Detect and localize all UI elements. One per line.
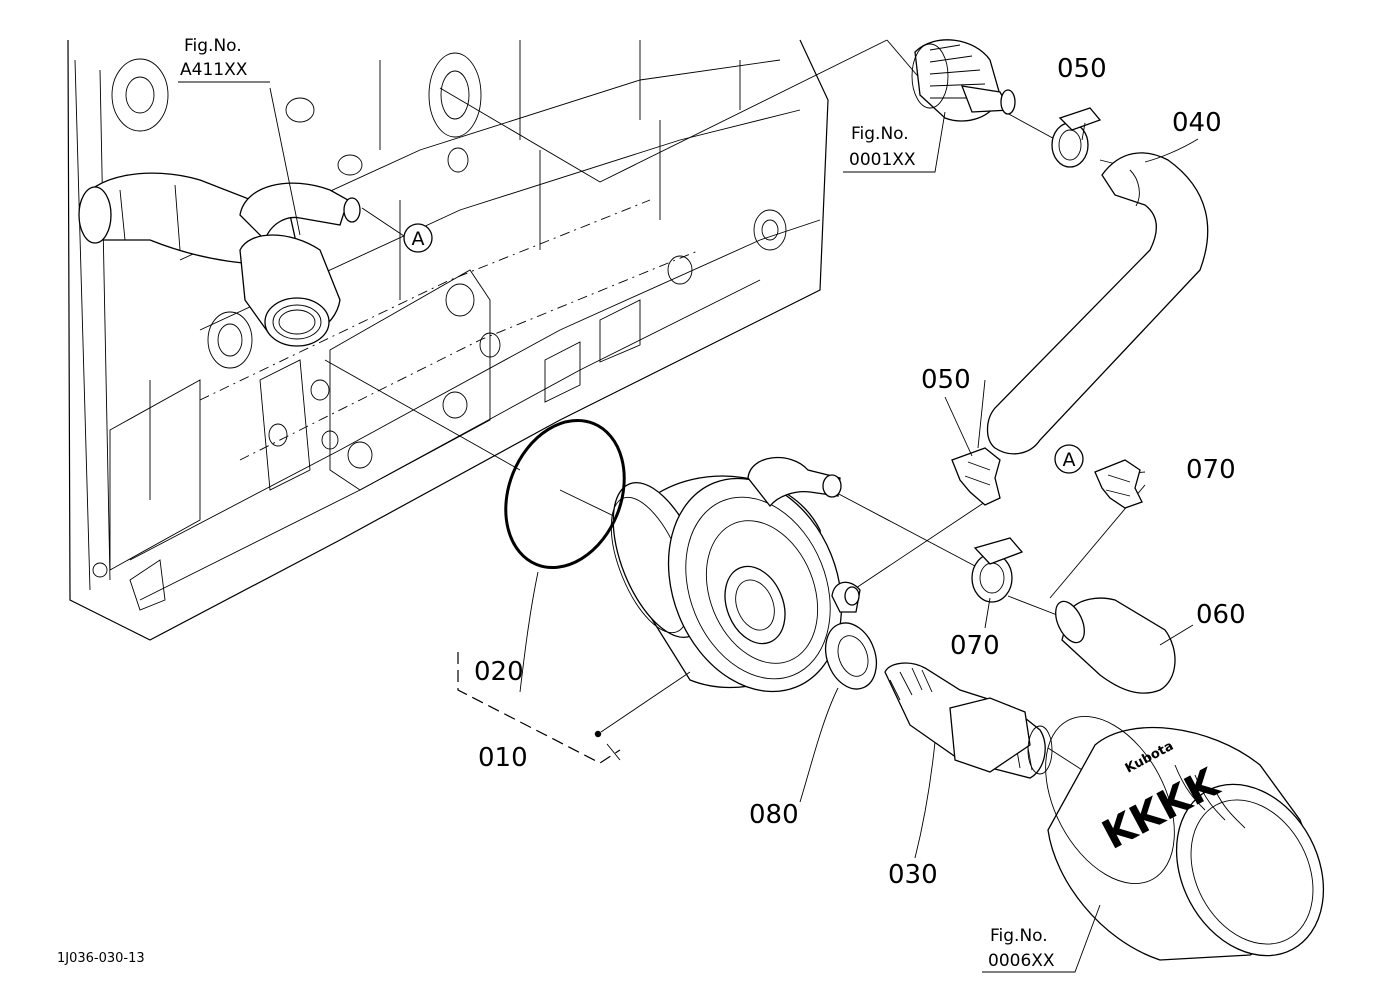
short-hose	[1055, 597, 1176, 694]
fig-ref-0006-number: 0006XX	[988, 951, 1055, 971]
callout-050-top: 050	[1057, 54, 1107, 84]
ref-marker-a-right: A	[1054, 444, 1084, 474]
callout-080: 080	[749, 800, 799, 830]
hose-clamp-mid	[951, 447, 1001, 506]
callout-070-low: 070	[950, 631, 1000, 661]
callout-060: 060	[1196, 600, 1246, 630]
oil-cooler	[610, 456, 861, 693]
callout-030: 030	[888, 860, 938, 890]
fig-ref-0001: Fig.No. 0001XX	[843, 111, 946, 173]
water-flange	[78, 172, 361, 347]
ref-marker-a-right-letter: A	[1063, 449, 1076, 471]
callout-050-mid: 050	[921, 365, 971, 395]
callout-010: 010	[478, 743, 528, 773]
callout-020: 020	[474, 657, 524, 687]
ref-marker-a-top: A	[361, 207, 433, 253]
callout-040: 040	[1172, 108, 1222, 138]
top-fitting	[911, 39, 1016, 122]
fig-ref-0001-label: Fig.No.	[851, 124, 909, 144]
hose-clamp-right	[1094, 459, 1143, 509]
fig-ref-0006: Fig.No. 0006XX	[982, 904, 1101, 973]
o-ring	[504, 418, 626, 570]
callout-070-right: 070	[1186, 455, 1236, 485]
ref-marker-a-top-letter: A	[412, 228, 425, 250]
callout-leaders	[519, 122, 1199, 859]
hose-clamp-low	[971, 537, 1024, 603]
fig-ref-a411-number: A411XX	[180, 60, 248, 80]
hose-clamp-top	[1051, 107, 1102, 168]
washer	[824, 622, 878, 690]
fig-ref-0001-number: 0001XX	[849, 150, 916, 170]
hose	[986, 152, 1209, 455]
diagram-code: 1J036-030-13	[57, 951, 145, 966]
fig-ref-a411-label: Fig.No.	[184, 36, 242, 56]
assembly-bracket	[457, 652, 691, 764]
oil-filter: Kubota KKKK	[1045, 715, 1325, 961]
center-bolt	[884, 662, 1053, 779]
fig-ref-a411: Fig.No. A411XX	[178, 36, 270, 83]
fig-ref-0006-label: Fig.No.	[990, 926, 1048, 946]
